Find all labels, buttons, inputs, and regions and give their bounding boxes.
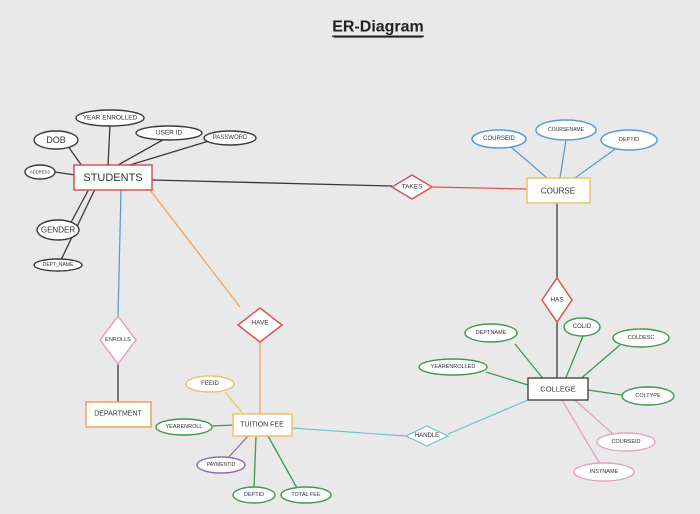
line-students-takes — [151, 179, 393, 187]
attribute-total-fee-label: TOTAL FEE — [291, 492, 321, 498]
attribute-password-label: PASSWORD — [213, 135, 248, 141]
attribute-yearenroll-label: YEARENROLL — [166, 424, 203, 430]
attribute-coltype: COLTYPE — [621, 386, 675, 406]
line-takes-course — [431, 186, 528, 190]
line-tuitionfee-handle — [291, 427, 407, 437]
relationship-has[interactable]: HAS — [541, 276, 573, 324]
line-fee-deptid — [253, 435, 257, 489]
relationship-handle-label: HANDLE — [415, 433, 439, 439]
attribute-user-id: USER ID — [135, 125, 203, 141]
attribute-colid-label: COLID — [573, 324, 592, 330]
entity-college-label: COLLEGE — [540, 385, 575, 394]
attribute-yearenrolled: YEARENROLLED — [418, 358, 488, 376]
attribute-coldesc-label: COLDESC — [628, 335, 655, 341]
attribute-dept-name-label: DEPT_NAME — [43, 262, 74, 268]
entity-college[interactable]: COLLEGE — [527, 377, 589, 401]
line-course-coursename — [559, 139, 567, 179]
relationship-takes-label: TAKES — [402, 184, 423, 191]
line-fee-paymentid — [227, 435, 249, 459]
relationship-enrolls-label: ENROLLS — [105, 337, 131, 343]
line-college-yearenrolled — [485, 371, 529, 386]
attribute-courseid-label: COURSEID — [483, 136, 515, 142]
attribute-year-enrolled: YEAR ENROLLED — [75, 109, 145, 127]
attribute-coldesc: COLDESC — [612, 328, 670, 348]
attribute-deptid-course-label: DEPTID — [619, 137, 639, 143]
attribute-deptname: DEPTNAME — [464, 323, 518, 343]
line-students-enrolls — [117, 189, 122, 317]
relationship-have-label: HAVE — [251, 320, 269, 327]
entity-students-label: STUDENTS — [83, 172, 142, 184]
line-course-deptid — [574, 146, 619, 179]
relationship-enrolls[interactable]: ENROLLS — [99, 314, 137, 366]
attribute-total-fee: TOTAL FEE — [280, 486, 332, 504]
attribute-gender: GENDER — [36, 219, 80, 241]
line-students-gender — [67, 186, 91, 229]
attribute-courseid: COURSEID — [471, 129, 527, 149]
attribute-deptname-label: DEPTNAME — [476, 330, 507, 336]
attribute-yearenrolled-label: YEARENROLLED — [431, 364, 476, 370]
line-college-coldesc — [577, 344, 621, 382]
attribute-deptid-course: DEPTID — [600, 129, 658, 151]
line-students-year-enrolled — [107, 124, 111, 166]
attribute-paymentid: PAYMENTID — [196, 456, 246, 474]
relationship-handle[interactable]: HANDLE — [404, 425, 450, 447]
attribute-colid: COLID — [563, 317, 601, 337]
entity-department-label: DEPARTMENT — [94, 411, 142, 418]
attribute-coltype-label: COLTYPE — [635, 393, 661, 399]
line-fee-feeid — [224, 391, 245, 416]
entity-course-label: COURSE — [541, 187, 575, 196]
relationship-takes[interactable]: TAKES — [390, 174, 434, 200]
entity-department[interactable]: DEPARTMENT — [85, 401, 152, 428]
line-fee-yearenroll — [211, 424, 234, 427]
attribute-deptid-fee-label: DEPTID — [244, 492, 264, 498]
entity-course[interactable]: COURSE — [526, 177, 591, 204]
line-college-coltype — [587, 389, 623, 396]
attribute-feeid: FEEID — [185, 375, 235, 393]
attribute-address-label: ADDRESS — [30, 170, 50, 175]
attribute-year-enrolled-label: YEAR ENROLLED — [83, 115, 138, 122]
attribute-dept-name: DEPT_NAME — [33, 258, 83, 272]
line-handle-college — [447, 396, 536, 435]
attribute-coursename: COURSENAME — [535, 119, 597, 141]
attribute-coursename-label: COURSENAME — [548, 127, 585, 133]
attribute-yearenroll: YEARENROLL — [155, 418, 213, 436]
attribute-feeid-label: FEEID — [201, 381, 219, 387]
line-students-deptname — [59, 186, 97, 263]
entity-students[interactable]: STUDENTS — [73, 164, 153, 191]
attribute-user-id-label: USER ID — [156, 130, 183, 137]
line-students-userid — [117, 136, 169, 166]
line-college-colid — [564, 335, 584, 381]
attribute-instname-label: INSTNAME — [590, 469, 619, 475]
line-students-have — [149, 189, 241, 308]
line-college-instname — [561, 399, 601, 465]
attribute-dob: DOB — [33, 130, 79, 150]
line-course-courseid — [509, 145, 548, 179]
attribute-gender-label: GENDER — [41, 226, 75, 235]
diagram-title: ER-Diagram — [332, 19, 424, 36]
line-fee-totalfee — [267, 435, 298, 489]
attribute-address: ADDRESS — [24, 164, 56, 180]
attribute-paymentid-label: PAYMENTID — [207, 462, 236, 468]
entity-tuition-fee-label: TUITION FEE — [240, 422, 284, 429]
attribute-password: PASSWORD — [203, 130, 257, 146]
line-students-address — [54, 171, 76, 176]
relationship-have[interactable]: HAVE — [236, 307, 284, 343]
entity-tuition-fee[interactable]: TUITION FEE — [232, 413, 293, 437]
attribute-deptid-fee: DEPTID — [232, 486, 276, 504]
attribute-dob-label: DOB — [46, 135, 66, 145]
attribute-courseid-college: COURSEID — [596, 432, 656, 452]
line-college-courseid — [574, 399, 616, 437]
attribute-courseid-college-label: COURSEID — [611, 439, 640, 445]
attribute-instname: INSTNAME — [573, 462, 635, 482]
line-college-deptname — [514, 343, 546, 382]
relationship-has-label: HAS — [550, 297, 564, 304]
